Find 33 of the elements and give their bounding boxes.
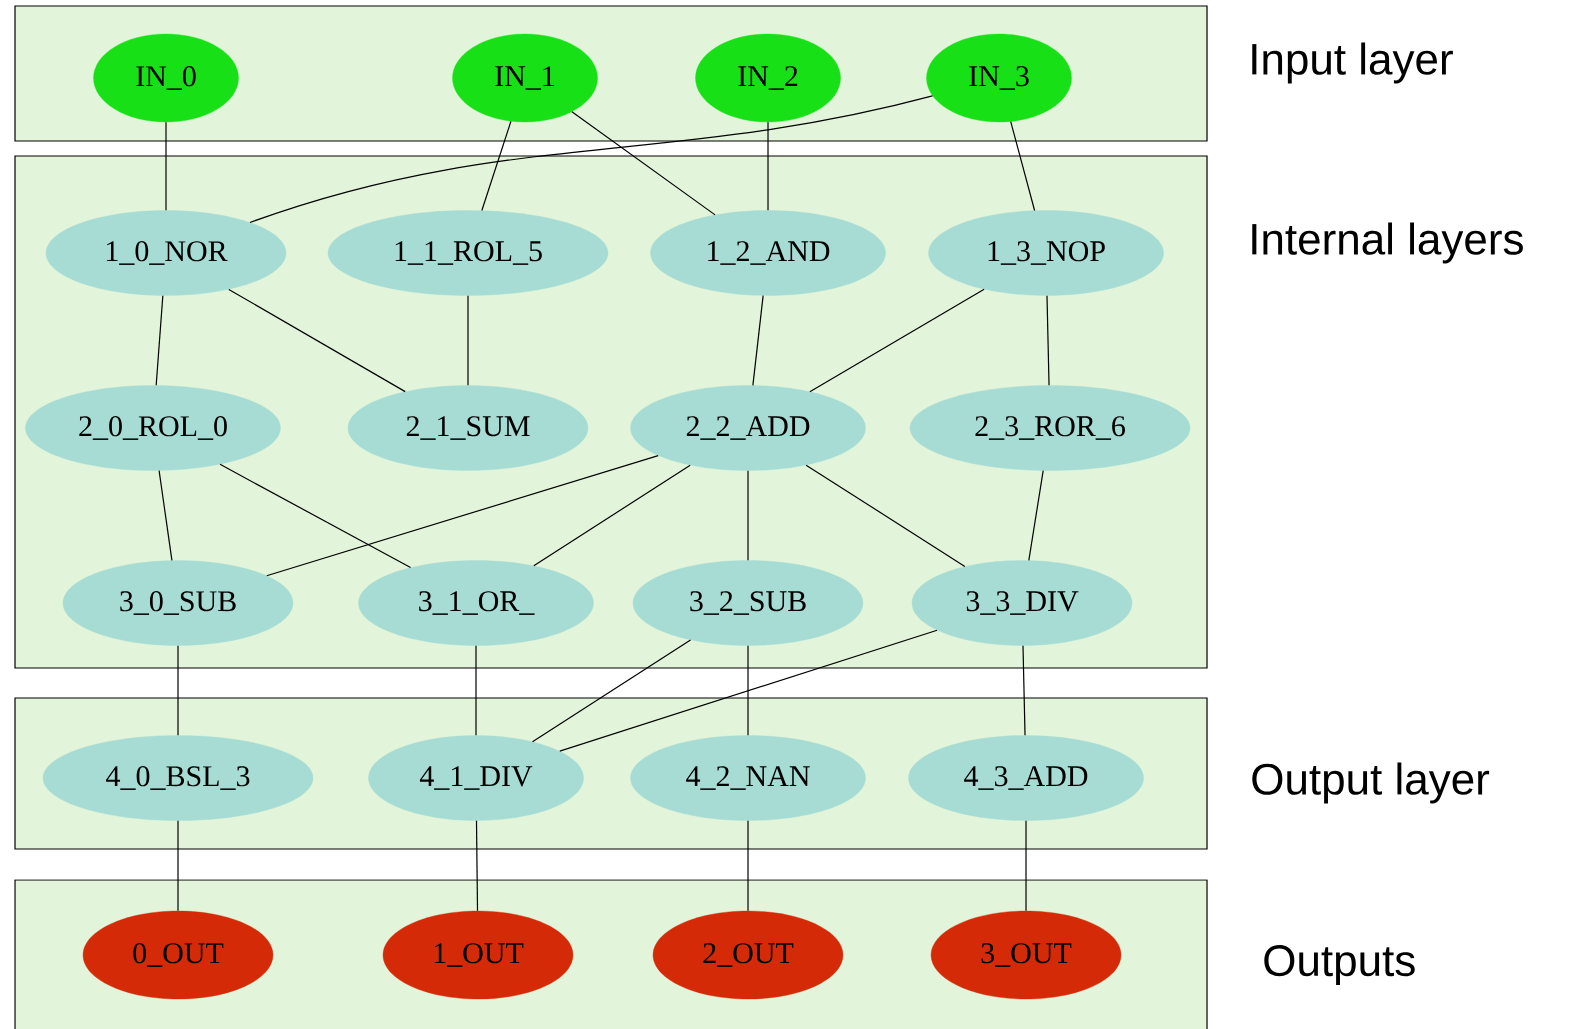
connector-line — [1028, 470, 1044, 561]
connector-line — [481, 120, 512, 212]
connector-line — [158, 470, 173, 561]
connector-line — [533, 464, 691, 567]
connector-line — [1025, 820, 1027, 912]
connector-line — [747, 645, 749, 736]
connector-line — [155, 295, 164, 386]
connector-line — [531, 639, 692, 743]
connector-line — [266, 455, 659, 577]
connector-line — [219, 463, 412, 569]
connector-line — [1010, 121, 1036, 212]
connector-line — [467, 295, 469, 386]
connector-line — [1046, 295, 1050, 386]
connector-line — [559, 629, 938, 752]
connector-line — [475, 820, 479, 912]
connector-line — [752, 295, 764, 386]
connector-line — [249, 95, 934, 224]
connector-line — [475, 645, 477, 736]
connector-line — [747, 820, 749, 912]
node-label: Input layer — [1252, 42, 1453, 84]
connector-line — [228, 288, 406, 393]
connector-line — [1022, 645, 1026, 736]
node-label: Internal layers — [1252, 222, 1523, 264]
connector-line — [177, 645, 179, 736]
connector-line — [165, 121, 167, 211]
connector-line — [809, 288, 985, 393]
connector-line — [177, 820, 179, 912]
connector-line — [805, 464, 966, 568]
connector-line — [571, 111, 716, 216]
node-label: Outputs — [1264, 945, 1415, 985]
connector-line — [767, 121, 769, 211]
node-label: Output layer — [1252, 762, 1490, 804]
connector-line — [747, 470, 749, 561]
